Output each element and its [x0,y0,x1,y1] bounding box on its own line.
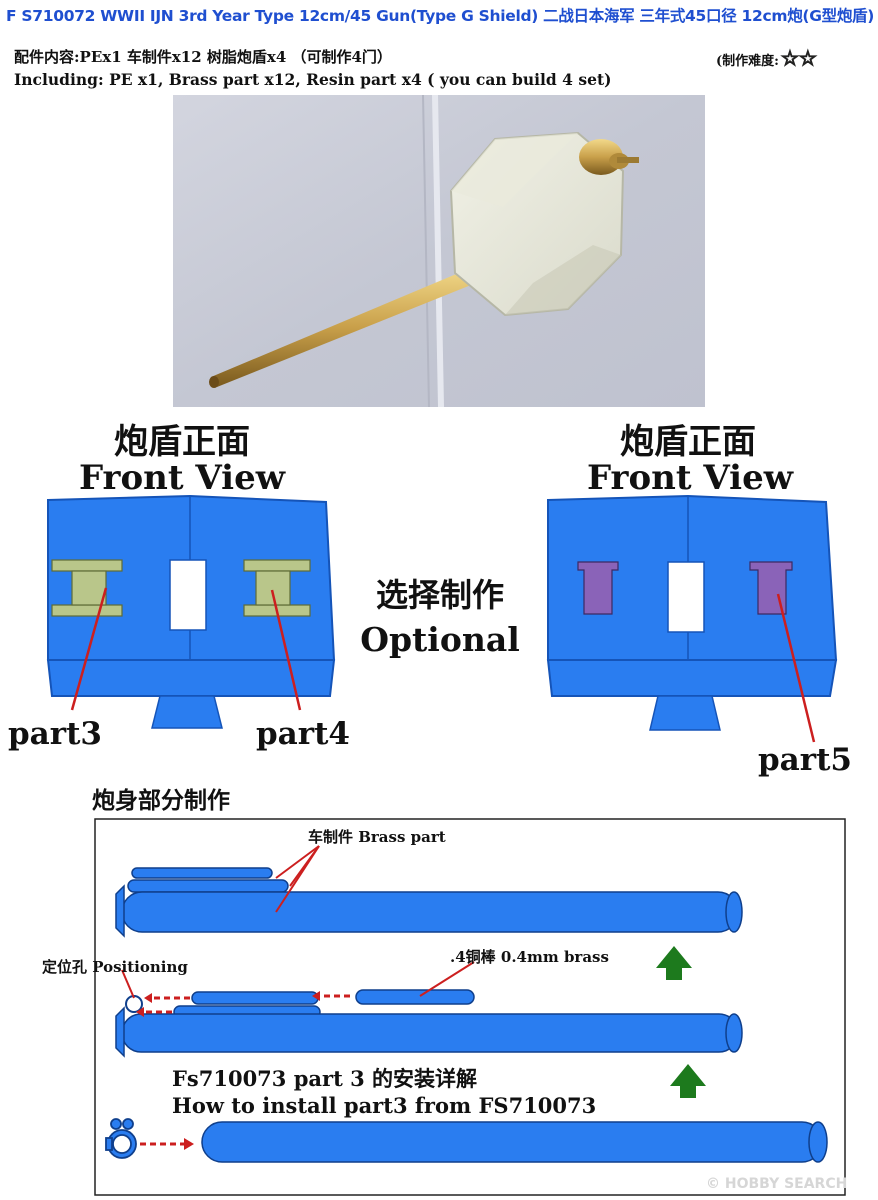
front-view-left-cn: 炮盾正面 [114,422,250,462]
install-title-en: How to install part3 from FS710073 [172,1093,597,1118]
front-view-right-en: Front View [587,458,793,498]
front-view-left-en: Front View [79,458,285,498]
resin-part-left [577,561,619,615]
watermark: © HOBBY SEARCH [706,1176,848,1192]
install-arrow-head [184,1138,194,1150]
install-title-cn: Fs710073 part 3 的安装详解 [172,1066,478,1091]
up-arrow-1 [656,946,692,980]
part4-label: part4 [256,716,350,752]
barrel-row-1 [115,867,743,938]
positioning-pointer [121,969,135,999]
positioning-hole [125,995,143,1013]
product-photo [173,95,705,407]
part5-resin [749,561,793,615]
insert-arrows [142,994,350,1014]
barrel-row-3 [201,1121,828,1163]
contents-cn: 配件内容:PEx1 车制件x12 树脂炮盾x4 （可制作4门） [14,48,392,66]
optional-cn: 选择制作 [375,576,504,614]
part3-label: part3 [8,716,102,752]
part3-ring [105,1118,137,1159]
shield-skirt [546,659,838,697]
shield-skirt [46,659,336,697]
difficulty-rating: (制作难度:☆☆ [716,46,817,71]
gun-port [169,559,207,631]
contents-en: Including: PE x1, Brass part x12, Resin … [14,70,612,89]
brass-rod-pointer [419,961,475,997]
shield-base [151,695,223,729]
part4-pointer [270,589,302,711]
brass-part-label: 车制件 Brass part [308,828,446,846]
shield-front-right [546,494,838,743]
positioning-label: 定位孔 Positioning [42,958,188,976]
front-view-right-cn: 炮盾正面 [620,422,756,462]
difficulty-label: (制作难度: [716,54,779,69]
shield-front-left [46,494,336,729]
difficulty-stars: ☆☆ [780,46,817,71]
barrel-section-title: 炮身部分制作 [92,787,230,814]
part3-pointer [70,587,108,711]
part5-pointer [776,593,816,743]
optional-en: Optional [360,620,520,659]
gun-port [667,561,705,633]
part5-label: part5 [758,742,852,778]
barrel-assembly-diagram [94,818,846,1196]
shield-base [649,695,721,731]
brass-part-pointer-3 [275,845,320,913]
arrow-heads [136,991,320,1017]
brass-rod-label: .4铜棒 0.4mm brass [450,948,609,966]
up-arrow-2 [670,1064,706,1098]
product-title: F S710072 WWII IJN 3rd Year Type 12cm/45… [6,7,875,25]
brass-part-pointer-1 [275,845,320,879]
barrel-row-2 [115,989,743,1058]
